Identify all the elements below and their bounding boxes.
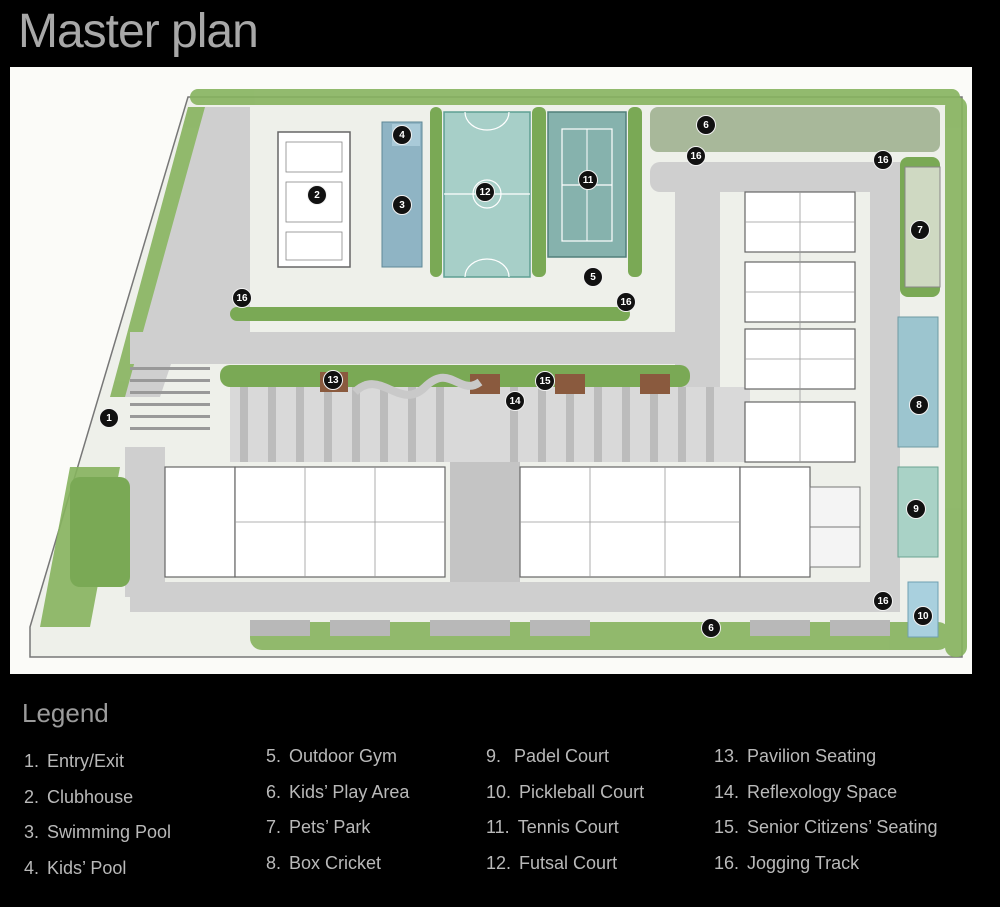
legend-column: 1.Entry/Exit 2.Clubhouse 3.Swimming Pool… xyxy=(24,744,171,886)
map-marker: 12 xyxy=(475,182,495,202)
legend-item: 7.Pets’ Park xyxy=(266,817,371,837)
legend-item: 1.Entry/Exit xyxy=(24,751,125,771)
map-marker: 16 xyxy=(873,150,893,170)
legend-item: 14.Reflexology Space xyxy=(714,781,898,802)
legend-item: 10.Pickleball Court xyxy=(486,781,645,802)
legend-column: 5.Outdoor Gym 6.Kids’ Play Area 7.Pets’ … xyxy=(266,739,409,881)
map-marker: 2 xyxy=(307,185,327,205)
reflexology-path xyxy=(352,373,483,399)
internal-roads xyxy=(125,107,900,612)
map-marker: 13 xyxy=(323,370,343,390)
map-marker: 16 xyxy=(873,591,893,611)
swimming-pool xyxy=(381,121,423,268)
map-marker: 10 xyxy=(913,606,933,626)
legend-title: Legend xyxy=(22,698,109,728)
legend-item: 9.Padel Court xyxy=(486,746,610,766)
map-marker: 16 xyxy=(616,292,636,312)
map-marker: 6 xyxy=(701,618,721,638)
master-plan-map: 4 2 3 12 11 6 16 16 7 5 16 16 13 15 14 1… xyxy=(10,67,972,674)
map-marker: 3 xyxy=(392,195,412,215)
legend-column: 9.Padel Court 10.Pickleball Court 11.Ten… xyxy=(486,739,644,881)
legend-item: 5.Outdoor Gym xyxy=(266,746,398,766)
legend-item: 4.Kids’ Pool xyxy=(24,857,127,878)
legend-item: 15.Senior Citizens’ Seating xyxy=(714,817,938,837)
map-marker: 14 xyxy=(505,391,525,411)
parking-area xyxy=(230,387,750,582)
legend-item: 13.Pavilion Seating xyxy=(714,746,877,766)
map-marker: 1 xyxy=(99,408,119,428)
legend-item: 8.Box Cricket xyxy=(266,852,382,873)
map-marker: 8 xyxy=(909,395,929,415)
legend-item: 11.Tennis Court xyxy=(486,817,619,837)
map-marker: 4 xyxy=(392,125,412,145)
map-marker: 7 xyxy=(910,220,930,240)
legend-item: 16.Jogging Track xyxy=(714,852,860,873)
map-marker: 16 xyxy=(686,146,706,166)
map-marker: 9 xyxy=(906,499,926,519)
site-plan-drawing xyxy=(29,89,967,658)
entry-crossing xyxy=(130,367,210,430)
page-title: Master plan xyxy=(18,5,259,58)
legend-item: 3.Swimming Pool xyxy=(24,822,172,842)
map-marker: 15 xyxy=(535,371,555,391)
south-parking xyxy=(250,620,890,636)
legend-item: 2.Clubhouse xyxy=(24,786,134,807)
box-cricket xyxy=(897,316,939,448)
map-marker: 5 xyxy=(583,267,603,287)
legend-item: 12.Futsal Court xyxy=(486,852,618,873)
legend-item: 6.Kids’ Play Area xyxy=(266,781,410,802)
legend-column: 13.Pavilion Seating 14.Reflexology Space… xyxy=(714,739,937,881)
map-marker: 11 xyxy=(578,170,598,190)
map-marker: 16 xyxy=(232,288,252,308)
map-marker: 6 xyxy=(696,115,716,135)
